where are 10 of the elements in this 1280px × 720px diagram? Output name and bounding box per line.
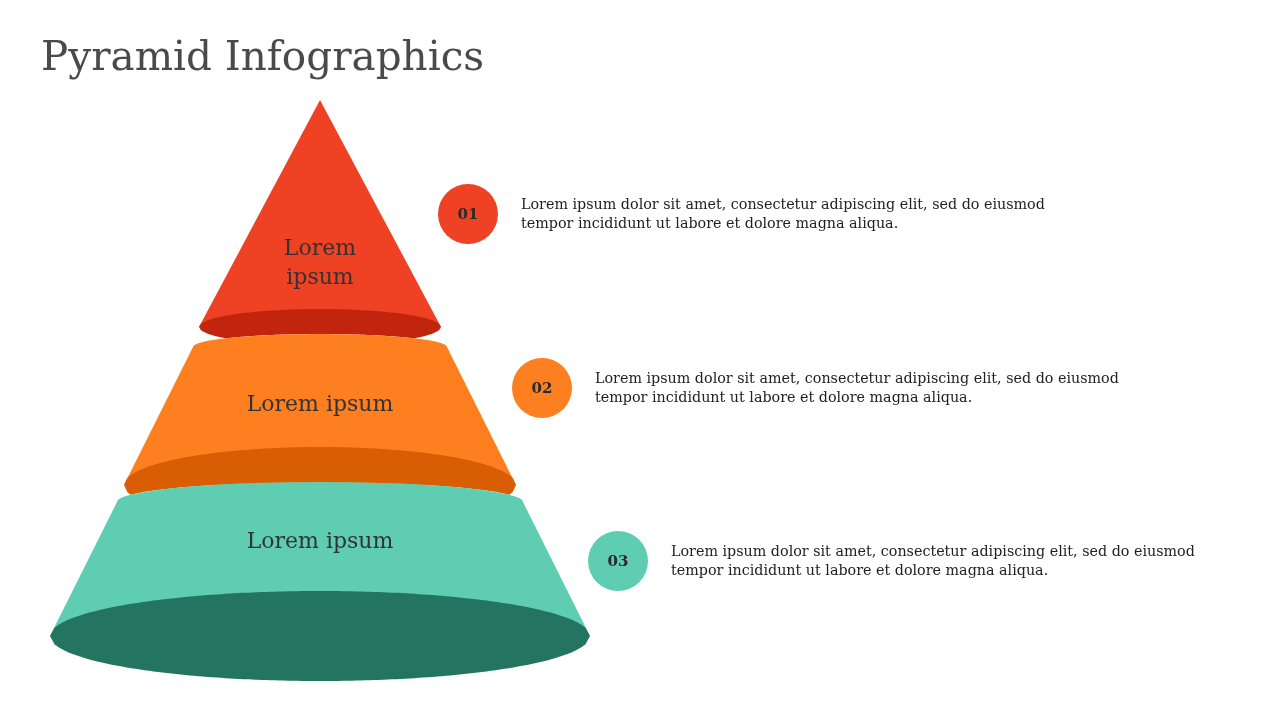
step-description: Lorem ipsum dolor sit amet, consectetur adipiscing elit, sed do eiusmod tempor incididunt ut labore et dolore magna aliqua. (521, 195, 1046, 233)
step-number-circle: 02 (512, 358, 572, 418)
tier-label: Lorem ipsum (245, 389, 395, 418)
step-description: Lorem ipsum dolor sit amet, consectetur adipiscing elit, sed do eiusmod tempor incididunt ut labore et dolore magna aliqua. (595, 369, 1120, 407)
slide-title: Pyramid Infographics (41, 31, 485, 81)
step-description: Lorem ipsum dolor sit amet, consectetur adipiscing elit, sed do eiusmod tempor incididunt ut labore et dolore magna aliqua. (671, 542, 1196, 580)
tier-label: Lorem ipsum (245, 526, 395, 555)
tier-label: Lorem ipsum (282, 234, 358, 291)
step-number-circle: 03 (588, 531, 648, 591)
step-number-circle: 01 (438, 184, 498, 244)
